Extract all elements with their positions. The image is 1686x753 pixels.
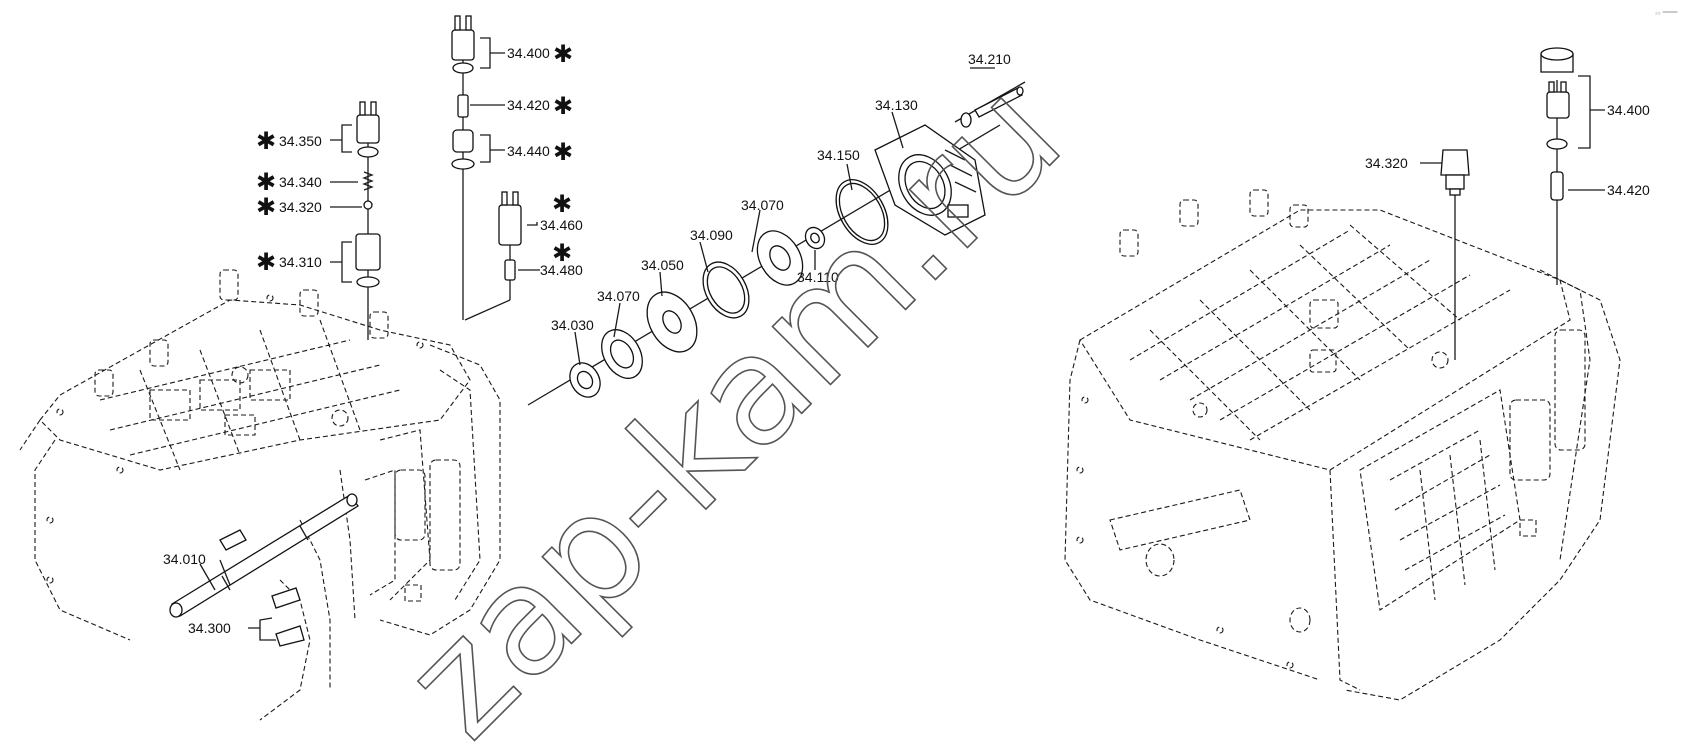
critical-marker-34310: ✱: [256, 248, 276, 276]
callout-34050: 34.050: [641, 257, 684, 273]
callout-34440: 34.440: [507, 143, 550, 159]
callout-34340: 34.340: [279, 174, 322, 190]
callout-34130: 34.130: [875, 97, 918, 113]
right-callouts: 34.320 34.400 34.420: [1365, 102, 1650, 198]
switch-stack-34350: [355, 101, 381, 340]
critical-marker-34460: ✱: [552, 190, 572, 218]
critical-marker-34340: ✱: [256, 168, 276, 196]
shift-fork-pieces: [219, 529, 305, 647]
left-callouts: 34.400 ✱ 34.420 ✱ 34.440 ✱ ✱ 34.350 ✱ 34…: [163, 40, 1011, 636]
callout-34030: 34.030: [551, 317, 594, 333]
callout-34300: 34.300: [188, 620, 231, 636]
axis-parts: [569, 179, 889, 398]
callout-34420: 34.420: [507, 97, 550, 113]
right-plug-34320: [1440, 149, 1470, 360]
callout-34210: 34.210: [968, 51, 1011, 67]
callout-34310: 34.310: [279, 254, 322, 270]
callout-34460: 34.460: [540, 217, 583, 233]
callout-34070-lower: 34.070: [597, 288, 640, 304]
callout-34400: 34.400: [507, 45, 550, 61]
cover-34130: [874, 124, 986, 236]
critical-marker-34400: ✱: [553, 40, 573, 68]
sensor-34460: [464, 191, 522, 321]
callout-34420-right: 34.420: [1607, 182, 1650, 198]
callout-34070-upper: 34.070: [741, 197, 784, 213]
callout-leaders: [199, 37, 1605, 641]
callout-34400-right: 34.400: [1607, 102, 1650, 118]
critical-marker-34480: ✱: [552, 239, 572, 267]
right-transmission-housing: [1064, 189, 1621, 701]
critical-marker-34420: ✱: [553, 92, 573, 120]
callout-34150: 34.150: [817, 147, 860, 163]
callout-34350: 34.350: [279, 133, 322, 149]
callout-34110: 34.110: [797, 269, 839, 285]
bolt-34210: [960, 86, 1024, 128]
shift-rail-part: [169, 493, 359, 618]
sensor-stack-34400: [451, 15, 475, 320]
critical-marker-34320: ✱: [256, 193, 276, 221]
callout-34320-right: 34.320: [1365, 155, 1408, 171]
callout-34320-left: 34.320: [279, 199, 322, 215]
callout-34090: 34.090: [690, 227, 733, 243]
watermark-text: zap-kam.ru: [372, 49, 1094, 748]
callout-34480: 34.480: [540, 262, 583, 278]
critical-marker-34350: ✱: [256, 127, 276, 155]
critical-marker-34440: ✱: [553, 138, 573, 166]
callout-34010: 34.010: [163, 551, 206, 567]
right-sensor-34400: [1540, 47, 1574, 285]
corner-mark: ₂₀ ═══: [1655, 9, 1677, 16]
